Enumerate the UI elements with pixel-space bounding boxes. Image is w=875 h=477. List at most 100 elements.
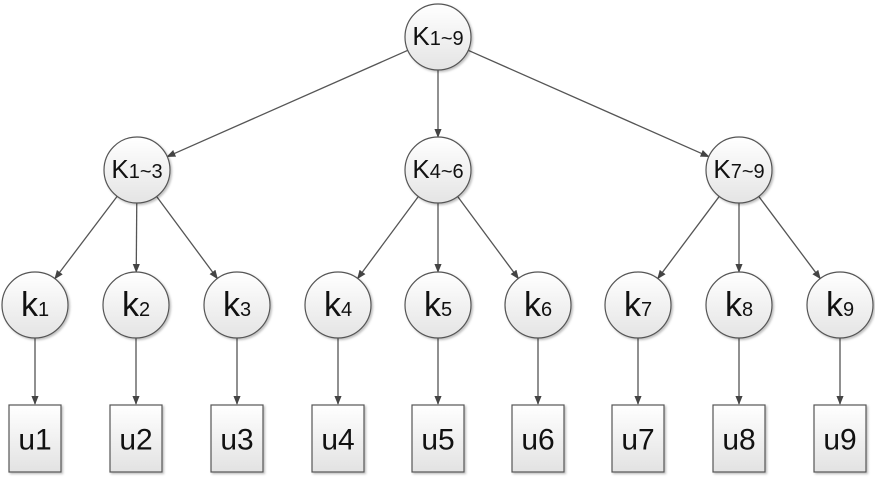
- label-subscript: 5: [441, 299, 452, 321]
- user-box-u9-label: u9: [823, 424, 856, 457]
- label-main: k: [122, 286, 140, 324]
- key-node-k8[interactable]: k8: [705, 271, 773, 339]
- key-node-k1-label: k1: [21, 286, 49, 324]
- user-box-u9[interactable]: u9: [813, 404, 867, 473]
- user-box-u1-label: u1: [18, 424, 51, 457]
- label-subscript: 6: [541, 299, 552, 321]
- label-main: k: [324, 286, 342, 324]
- group-node-g1-circle: [103, 136, 171, 204]
- key-node-k9[interactable]: k9: [806, 271, 874, 339]
- label-subscript: 1: [38, 299, 49, 321]
- key-node-k4[interactable]: k4: [304, 271, 372, 339]
- edge-root-g3: [467, 49, 710, 158]
- label-main: K: [412, 154, 430, 184]
- user-box-u1-rect: [8, 404, 62, 473]
- root-node-label: K1~9: [412, 21, 463, 51]
- user-box-u4-label: u4: [321, 424, 354, 457]
- key-node-k8-label: k8: [725, 286, 753, 324]
- key-node-k7-label: k7: [624, 286, 652, 324]
- label-subscript: 9: [843, 299, 854, 321]
- key-node-k5-circle: [404, 271, 472, 339]
- user-box-u7[interactable]: u7: [611, 404, 665, 473]
- key-node-k4-circle: [304, 271, 372, 339]
- user-box-u7-rect: [611, 404, 665, 473]
- key-node-k3-circle: [203, 271, 271, 339]
- user-box-u8[interactable]: u8: [712, 404, 766, 473]
- user-box-u2[interactable]: u2: [109, 404, 163, 473]
- key-node-k2-circle: [102, 271, 170, 339]
- group-node-g2[interactable]: K4~6: [404, 136, 472, 204]
- label-main: K: [111, 154, 129, 184]
- edge-g3-k9: [758, 196, 821, 280]
- edge-g2-k4: [357, 196, 419, 280]
- user-box-u4[interactable]: u4: [311, 404, 365, 473]
- key-node-k1-circle: [1, 271, 69, 339]
- key-node-k1[interactable]: k1: [1, 271, 69, 339]
- edge-g1-k3: [156, 196, 218, 280]
- user-box-u1[interactable]: u1: [8, 404, 62, 473]
- label-main: k: [524, 286, 542, 324]
- user-box-u6-rect: [511, 404, 565, 473]
- user-box-u6-label: u6: [521, 424, 554, 457]
- label-main: k: [624, 286, 642, 324]
- user-box-u4-rect: [311, 404, 365, 473]
- label-subscript: 4~6: [430, 161, 464, 183]
- label-subscript: 2: [139, 299, 150, 321]
- group-node-g2-label: K4~6: [412, 154, 463, 184]
- user-box-u3-rect: [210, 404, 264, 473]
- label-subscript: 4: [341, 299, 352, 321]
- root-node[interactable]: K1~9: [404, 3, 472, 71]
- group-node-g3-circle: [705, 136, 773, 204]
- key-node-k6[interactable]: k6: [504, 271, 572, 339]
- label-subscript: 7: [641, 299, 652, 321]
- label-main: K: [713, 154, 731, 184]
- root-node-circle: [404, 3, 472, 71]
- user-box-u7-label: u7: [621, 424, 654, 457]
- label-main: k: [725, 286, 743, 324]
- label-subscript: 7~9: [731, 161, 765, 183]
- label-subscript: 1~9: [430, 28, 464, 50]
- user-box-u2-label: u2: [119, 424, 152, 457]
- edge-g1-k1: [54, 195, 118, 280]
- edge-g3-k7: [657, 196, 720, 280]
- label-main: K: [412, 21, 430, 51]
- user-box-u6[interactable]: u6: [511, 404, 565, 473]
- user-box-u8-rect: [712, 404, 766, 473]
- label-subscript: 1~3: [129, 161, 163, 183]
- edge-root-g1: [166, 49, 409, 158]
- key-node-k6-label: k6: [524, 286, 552, 324]
- key-node-k2-label: k2: [122, 286, 150, 324]
- label-main: k: [223, 286, 241, 324]
- group-node-g1-label: K1~3: [111, 154, 162, 184]
- key-node-k7[interactable]: k7: [604, 271, 672, 339]
- key-node-k6-circle: [504, 271, 572, 339]
- key-node-k3[interactable]: k3: [203, 271, 271, 339]
- key-node-k4-label: k4: [324, 286, 352, 324]
- label-main: k: [826, 286, 844, 324]
- user-box-u3-label: u3: [220, 424, 253, 457]
- group-node-g1[interactable]: K1~3: [103, 136, 171, 204]
- label-main: k: [21, 286, 39, 324]
- key-node-k7-circle: [604, 271, 672, 339]
- user-box-u3[interactable]: u3: [210, 404, 264, 473]
- user-box-u5-rect: [411, 404, 465, 473]
- group-node-g3-label: K7~9: [713, 154, 764, 184]
- user-box-u5-label: u5: [421, 424, 454, 457]
- label-subscript: 8: [742, 299, 753, 321]
- label-subscript: 3: [240, 299, 251, 321]
- key-node-k5[interactable]: k5: [404, 271, 472, 339]
- key-node-k9-circle: [806, 271, 874, 339]
- key-node-k5-label: k5: [424, 286, 452, 324]
- key-node-k9-label: k9: [826, 286, 854, 324]
- edge-g1-k2: [132, 202, 140, 273]
- key-node-k2[interactable]: k2: [102, 271, 170, 339]
- edge-g2-k6: [457, 196, 519, 280]
- key-node-k8-circle: [705, 271, 773, 339]
- user-box-u5[interactable]: u5: [411, 404, 465, 473]
- group-node-g2-circle: [404, 136, 472, 204]
- user-box-u9-rect: [813, 404, 867, 473]
- label-main: k: [424, 286, 442, 324]
- key-node-k3-label: k3: [223, 286, 251, 324]
- group-node-g3[interactable]: K7~9: [705, 136, 773, 204]
